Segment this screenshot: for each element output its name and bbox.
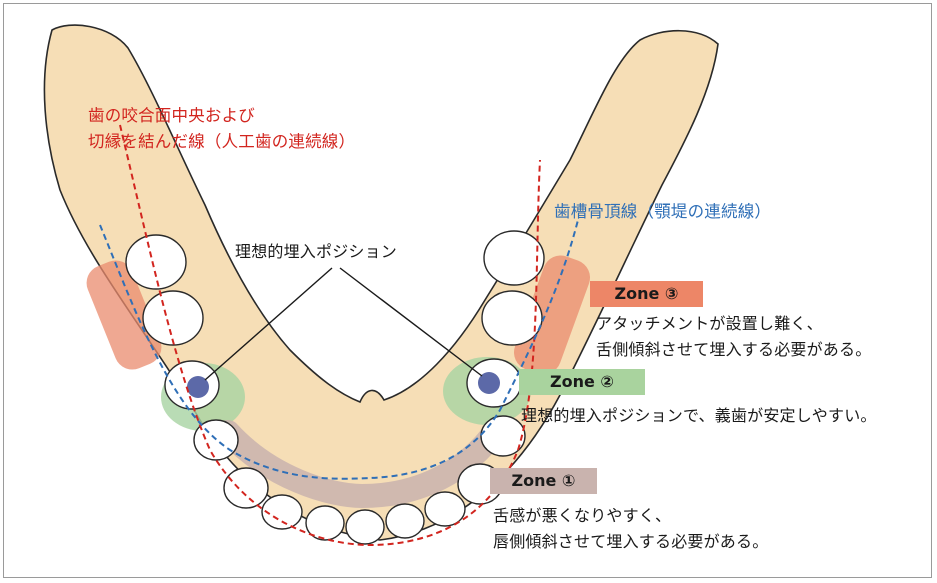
occlusal-line-title-1: 歯の咬合面中央および [88,104,255,128]
zone2-desc-1: 理想的埋入ポジションで、義歯が安定しやすい。 [521,404,877,428]
zone2-badge: Zone ② [519,369,645,395]
tooth [482,291,542,345]
zone3-desc-1: アタッチメントが設置し難く、 [596,312,823,336]
ideal-position-label: 理想的埋入ポジション [235,238,397,262]
tooth [224,468,268,508]
tooth [386,504,424,538]
ridge-line-title: 歯槽骨頂線（顎堤の連続線） [554,198,771,222]
zone1-desc-2: 唇側傾斜させて埋入する必要がある。 [493,530,768,554]
zone1-desc-1: 舌感が悪くなりやすく、 [493,504,671,528]
occlusal-line-title-2: 切縁を結んだ線（人工歯の連続線） [88,130,355,154]
tooth [143,291,203,345]
zone3-desc-2: 舌側傾斜させて埋入する必要がある。 [596,338,871,362]
leader-line-right [340,268,482,376]
zone3-badge: Zone ③ [590,281,703,307]
zone1-badge: Zone ① [490,468,597,494]
tooth [346,510,384,544]
tooth [484,231,544,285]
tooth [126,235,186,289]
